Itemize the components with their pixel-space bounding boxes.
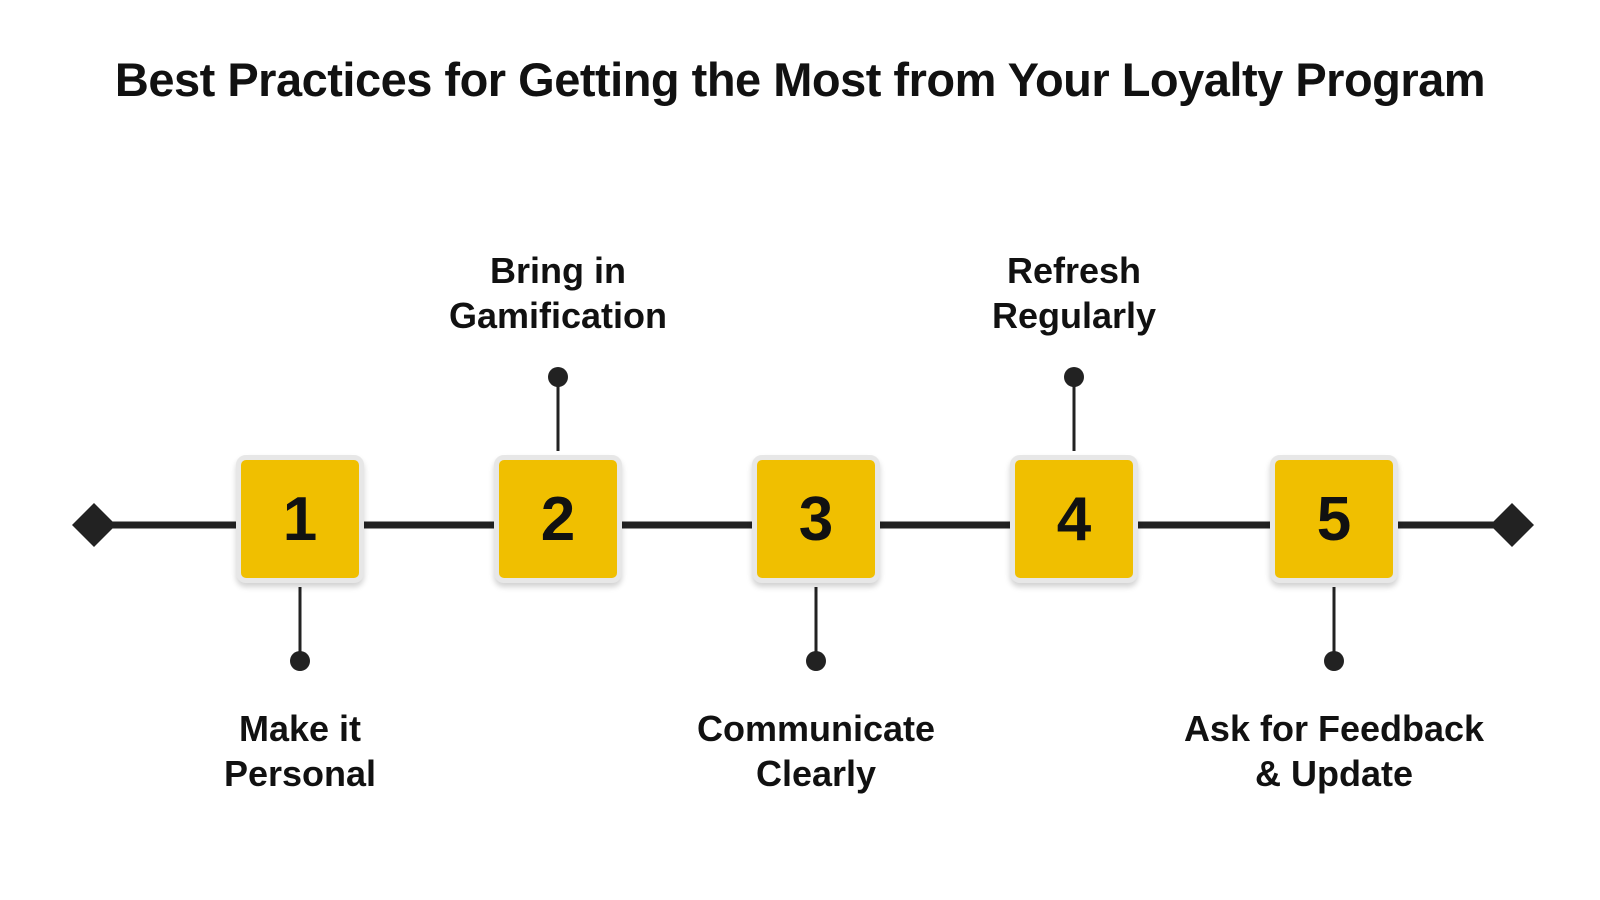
step-5-dot-icon bbox=[1324, 651, 1344, 671]
step-4-label-line: Regularly bbox=[991, 295, 1157, 336]
step-5-label: Ask for Feedback& Update bbox=[1154, 706, 1514, 796]
step-4-box: 4 bbox=[1010, 455, 1138, 583]
step-5-box: 5 bbox=[1270, 455, 1398, 583]
step-3-label-line: Communicate bbox=[696, 708, 936, 749]
step-3-label-line: Clearly bbox=[755, 753, 877, 794]
end-diamond-icon bbox=[1490, 503, 1534, 547]
step-5-label-line: Ask for Feedback bbox=[1183, 708, 1485, 749]
step-4-label-line: Refresh bbox=[1006, 250, 1142, 291]
step-4-dot-icon bbox=[1064, 367, 1084, 387]
step-1-label-line: Personal bbox=[223, 753, 377, 794]
step-1-label-line: Make it bbox=[238, 708, 362, 749]
step-2-dot-icon bbox=[548, 367, 568, 387]
step-2-label-line: Bring in bbox=[490, 250, 626, 291]
step-2-box: 2 bbox=[494, 455, 622, 583]
step-1-box: 1 bbox=[236, 455, 364, 583]
step-5-label-line: & Update bbox=[1254, 753, 1413, 794]
step-1-dot-icon bbox=[290, 651, 310, 671]
step-3-dot-icon bbox=[806, 651, 826, 671]
step-2-label-line: Gamification bbox=[448, 295, 668, 336]
start-diamond-icon bbox=[72, 503, 116, 547]
step-3-box: 3 bbox=[752, 455, 880, 583]
page-title: Best Practices for Getting the Most from… bbox=[114, 53, 1486, 106]
